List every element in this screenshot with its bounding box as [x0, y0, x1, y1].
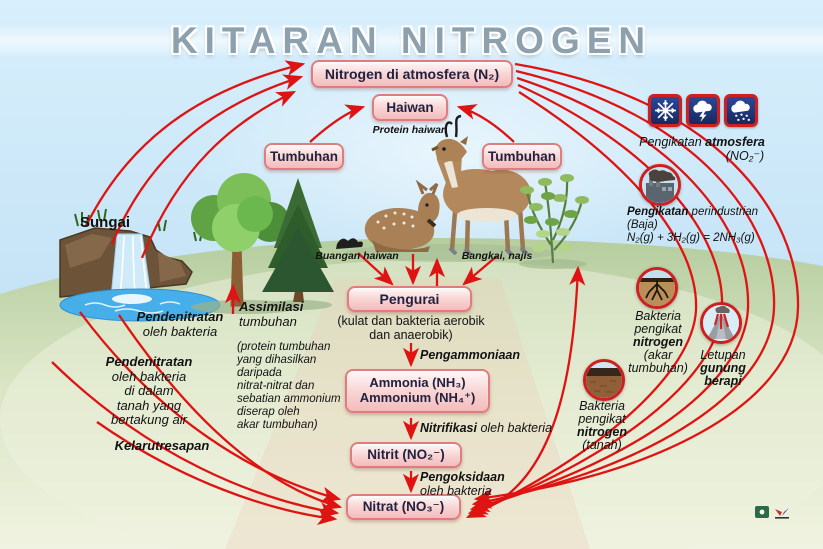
- ammonia-line2: Ammonium (NH₄⁺): [359, 390, 476, 405]
- fawn-illustration: [364, 179, 440, 252]
- box-tumbuhan-right: Tumbuhan: [482, 143, 562, 170]
- tree-conifer: [262, 178, 334, 310]
- root-bact-bold: nitrogen: [633, 335, 683, 349]
- volcano-icon-circle: [700, 302, 742, 344]
- label-bakteria-tanah: Bakteria pengikat nitrogen (tanah): [562, 400, 642, 452]
- label-pendenitratan-river: Pendenitratan oleh bakteria: [125, 309, 235, 339]
- atmos-fixation-badge-2: [686, 94, 720, 127]
- nitrifikasi-bold: Nitrifikasi: [420, 421, 477, 435]
- snowflake-icon: [654, 100, 676, 121]
- atmos-fixation-badge-1: [648, 94, 682, 127]
- label-protein-note: (protein tumbuhan yang dihasilkan daripa…: [237, 341, 341, 431]
- poster-title: KITARAN NITROGEN: [170, 20, 653, 61]
- label-sungai: Sungai: [80, 214, 131, 231]
- label-pengoksidaan: Pengoksidaan oleh bakteria: [420, 470, 505, 498]
- storm-cloud-icon: [692, 100, 712, 122]
- pengoksidaan-bold: Pengoksidaan: [420, 470, 505, 484]
- pendenitratan-soil-rest: oleh bakteria di dalam tanah yang bertak…: [111, 368, 187, 428]
- pendenitratan-river-rest: oleh bakteria: [142, 323, 218, 339]
- label-pengammoniaan: Pengammoniaan: [420, 348, 521, 362]
- label-pengurai-note: (kulat dan bakteria aerobik dan anaerobi…: [337, 314, 485, 342]
- box-nitrogen-atmosfera: Nitrogen di atmosfera (N₂): [311, 60, 513, 88]
- assimilasi-rest: tumbuhan: [239, 313, 297, 329]
- plant-roots-icon: [639, 270, 675, 306]
- label-kelarutresapan: Kelarutresapan: [114, 438, 210, 453]
- tree-deciduous: [191, 173, 299, 314]
- industry-bold: Pengikatan: [627, 206, 689, 218]
- volcano-icon: [703, 305, 739, 341]
- publisher-logos: [755, 506, 789, 519]
- soil-bacteria-icon-circle: [583, 359, 625, 401]
- soil-bact-post: (tanah): [582, 438, 622, 452]
- soil-icon: [586, 362, 622, 398]
- atmos-fix-bold: atmosfera: [705, 135, 765, 149]
- label-assimilasi: Assimilasi tumbuhan: [239, 299, 304, 329]
- box-ammonia: Ammonia (NH₃) Ammonium (NH₄⁺): [345, 369, 490, 413]
- industrial-fixation-icon-circle: [639, 164, 681, 206]
- box-nitrit: Nitrit (NO₂⁻): [350, 442, 462, 468]
- label-pengikatan-perindustrian: Pengikatan perindustrian (Baja) N₂(g) + …: [627, 206, 758, 245]
- root-bact-pre: Bakteria pengikat: [634, 309, 682, 336]
- atmos-fixation-badge-3: [724, 94, 758, 127]
- label-pendenitratan-soil: Pendenitratan oleh bakteria di dalam tan…: [94, 354, 204, 428]
- nitrifikasi-rest: oleh bakteria: [476, 421, 553, 435]
- root-bact-post: (akar tumbuhan): [628, 348, 688, 375]
- label-letupan: Letupan gunung berapi: [687, 349, 759, 388]
- waterfall-illustration: [59, 208, 221, 322]
- label-buangan-haiwan: Buangan haiwan: [315, 250, 399, 262]
- label-atmos-fix-formula: (NO₂⁻): [725, 149, 765, 163]
- label-pengikatan-atmosfera: Pengikatan atmosfera: [612, 135, 792, 149]
- pendenitratan-river-bold: Pendenitratan: [136, 309, 224, 324]
- publisher-logo-mark: [775, 508, 789, 519]
- rain-cloud-icon: [730, 100, 750, 122]
- industry-rest: perindustrian: [688, 206, 759, 218]
- label-nitrifikasi: Nitrifikasi oleh bakteria: [420, 421, 552, 435]
- soil-bact-pre: Bakteria pengikat: [578, 399, 626, 426]
- volcano-pre: Letupan: [700, 348, 746, 362]
- atmos-fix-plain: Pengikatan: [639, 135, 706, 149]
- box-tumbuhan-left: Tumbuhan: [264, 143, 344, 170]
- pendenitratan-soil-bold: Pendenitratan: [105, 354, 193, 369]
- root-bacteria-icon-circle: [636, 267, 678, 309]
- label-bakteria-akar: Bakteria pengikat nitrogen (akar tumbuha…: [618, 310, 698, 375]
- industry-line2: (Baja): [627, 219, 658, 231]
- assimilasi-bold: Assimilasi: [239, 299, 304, 314]
- box-pengurai: Pengurai: [347, 286, 472, 312]
- pengoksidaan-rest: oleh bakteria: [420, 484, 492, 498]
- label-bangkai-najis: Bangkai, najis: [461, 250, 533, 262]
- volcano-bold: gunung berapi: [700, 361, 746, 388]
- ammonia-line1: Ammonia (NH₃): [369, 375, 466, 391]
- soil-bact-bold: nitrogen: [577, 425, 627, 439]
- factory-icon: [642, 167, 678, 203]
- box-nitrat: Nitrat (NO₃⁻): [346, 494, 461, 520]
- ground-tint: [225, 278, 590, 549]
- box-haiwan: Haiwan: [372, 94, 448, 121]
- industry-line3: N₂(g) + 3H₂(g) = 2NH₃(g): [627, 232, 755, 244]
- label-protein-haiwan: Protein haiwan: [372, 124, 448, 136]
- dung-illustration: [336, 238, 363, 249]
